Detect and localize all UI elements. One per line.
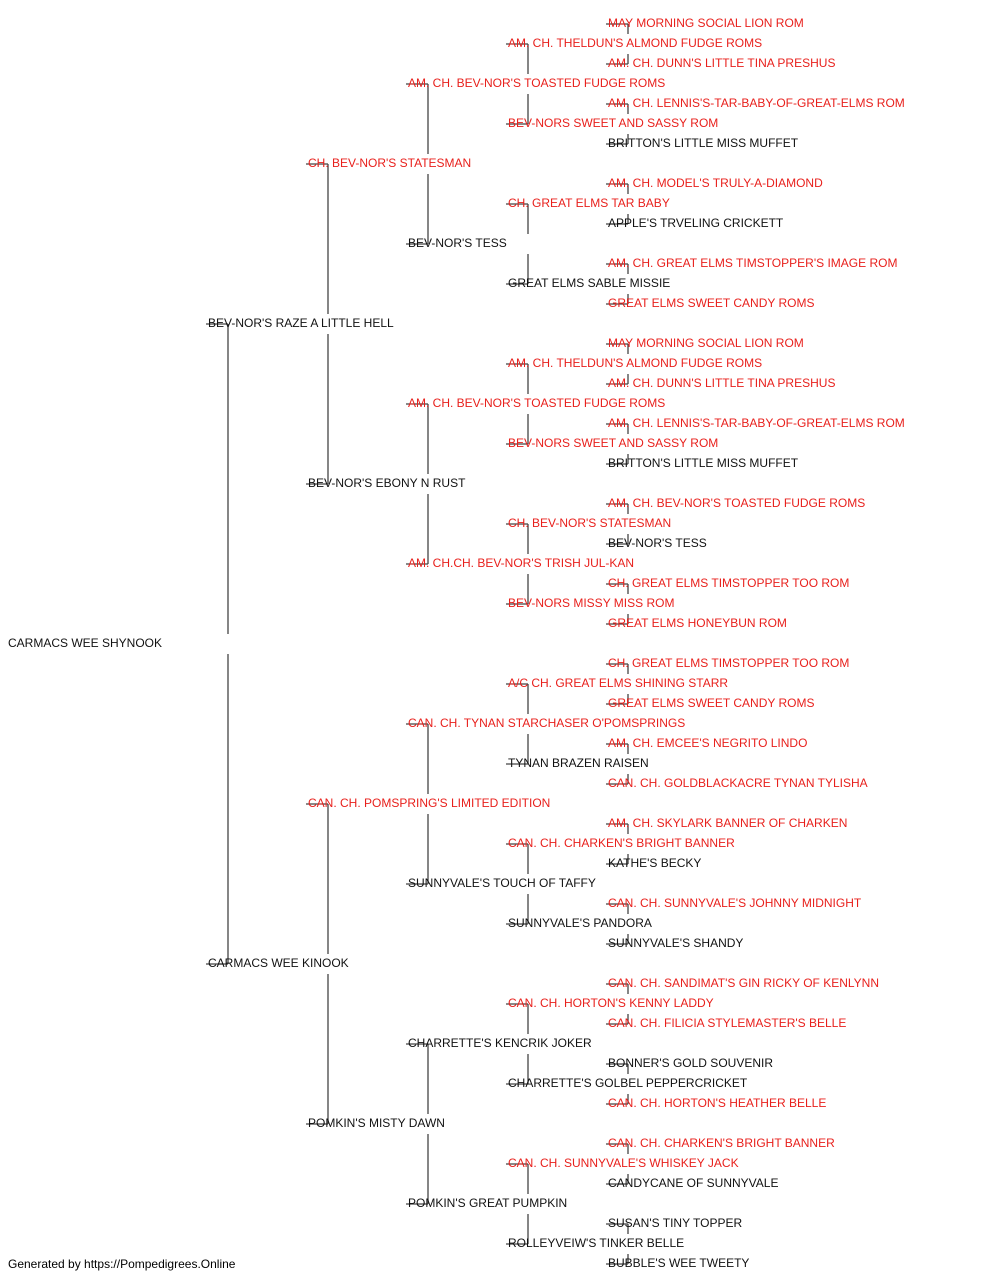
ancestor-name: TYNAN BRAZEN RAISEN (508, 756, 649, 770)
ancestor-name: CAN. CH. GOLDBLACKACRE TYNAN TYLISHA (608, 776, 868, 790)
ancestor-name: CH. BEV-NOR'S STATESMAN (308, 156, 471, 170)
ancestor-name: APPLE'S TRVELING CRICKETT (608, 216, 784, 230)
ancestor-name: AM. CH. BEV-NOR'S TOASTED FUDGE ROMS (408, 76, 665, 90)
ancestor-name: SUNNYVALE'S PANDORA (508, 916, 652, 930)
ancestor-name: ROLLEYVEIW'S TINKER BELLE (508, 1236, 684, 1250)
ancestor-name: AM. CH. DUNN'S LITTLE TINA PRESHUS (608, 56, 835, 70)
ancestor-name: SUNNYVALE'S SHANDY (608, 936, 743, 950)
ancestor-name: CH. GREAT ELMS TIMSTOPPER TOO ROM (608, 576, 849, 590)
ancestor-name: POMKIN'S GREAT PUMPKIN (408, 1196, 567, 1210)
ancestor-name: BONNER'S GOLD SOUVENIR (608, 1056, 773, 1070)
ancestor-name: AM. CH. LENNIS'S-TAR-BABY-OF-GREAT-ELMS … (608, 96, 905, 110)
ancestor-name: AM. CH. THELDUN'S ALMOND FUDGE ROMS (508, 356, 762, 370)
ancestor-name: CAN. CH. POMSPRING'S LIMITED EDITION (308, 796, 550, 810)
ancestor-name: CAN. CH. HORTON'S KENNY LADDY (508, 996, 714, 1010)
ancestor-name: AM. CH. EMCEE'S NEGRITO LINDO (608, 736, 807, 750)
subject-name: CARMACS WEE SHYNOOK (8, 636, 162, 650)
ancestor-name: KATHE'S BECKY (608, 856, 701, 870)
ancestor-name: CAN. CH. SANDIMAT'S GIN RICKY OF KENLYNN (608, 976, 879, 990)
ancestor-name: AM. CH. SKYLARK BANNER OF CHARKEN (608, 816, 847, 830)
ancestor-name: AM. CH. MODEL'S TRULY-A-DIAMOND (608, 176, 823, 190)
ancestor-name: CANDYCANE OF SUNNYVALE (608, 1176, 778, 1190)
ancestor-name: POMKIN'S MISTY DAWN (308, 1116, 445, 1130)
ancestor-name: CHARRETTE'S KENCRIK JOKER (408, 1036, 592, 1050)
ancestor-name: MAY MORNING SOCIAL LION ROM (608, 16, 804, 30)
ancestor-name: BEV-NOR'S EBONY N RUST (308, 476, 466, 490)
ancestor-name: GREAT ELMS HONEYBUN ROM (608, 616, 787, 630)
ancestor-name: CH. BEV-NOR'S STATESMAN (508, 516, 671, 530)
ancestor-name: CAN. CH. CHARKEN'S BRIGHT BANNER (608, 1136, 835, 1150)
ancestor-name: BUBBLE'S WEE TWEETY (608, 1256, 749, 1270)
ancestor-name: AM. CH. DUNN'S LITTLE TINA PRESHUS (608, 376, 835, 390)
ancestor-name: BEV-NORS SWEET AND SASSY ROM (508, 436, 718, 450)
ancestor-name: BEV-NOR'S TESS (408, 236, 507, 250)
ancestor-name: AM. CH. BEV-NOR'S TOASTED FUDGE ROMS (608, 496, 865, 510)
ancestor-name: AM. CH. THELDUN'S ALMOND FUDGE ROMS (508, 36, 762, 50)
ancestor-name: BEV-NORS MISSY MISS ROM (508, 596, 674, 610)
ancestor-name: MAY MORNING SOCIAL LION ROM (608, 336, 804, 350)
ancestor-name: AM. CH.CH. BEV-NOR'S TRISH JUL-KAN (408, 556, 634, 570)
ancestor-name: GREAT ELMS SABLE MISSIE (508, 276, 670, 290)
ancestor-name: SUNNYVALE'S TOUCH OF TAFFY (408, 876, 596, 890)
ancestor-name: CH. GREAT ELMS TAR BABY (508, 196, 670, 210)
ancestor-name: SUSAN'S TINY TOPPER (608, 1216, 742, 1230)
ancestor-name: CAN. CH. HORTON'S HEATHER BELLE (608, 1096, 826, 1110)
ancestor-name: CAN. CH. SUNNYVALE'S WHISKEY JACK (508, 1156, 739, 1170)
ancestor-name: GREAT ELMS SWEET CANDY ROMS (608, 296, 814, 310)
ancestor-name: CAN. CH. CHARKEN'S BRIGHT BANNER (508, 836, 735, 850)
ancestor-name: AM. CH. BEV-NOR'S TOASTED FUDGE ROMS (408, 396, 665, 410)
ancestor-name: GREAT ELMS SWEET CANDY ROMS (608, 696, 814, 710)
ancestor-name: AM. CH. GREAT ELMS TIMSTOPPER'S IMAGE RO… (608, 256, 897, 270)
ancestor-name: BRITTON'S LITTLE MISS MUFFET (608, 136, 799, 150)
ancestor-name: BEV-NOR'S RAZE A LITTLE HELL (208, 316, 394, 330)
ancestor-name: CAN. CH. SUNNYVALE'S JOHNNY MIDNIGHT (608, 896, 862, 910)
ancestor-name: CH. GREAT ELMS TIMSTOPPER TOO ROM (608, 656, 849, 670)
ancestor-name: CARMACS WEE KINOOK (208, 956, 349, 970)
ancestor-name: CAN. CH. TYNAN STARCHASER O'POMSPRINGS (408, 716, 685, 730)
ancestor-name: BEV-NORS SWEET AND SASSY ROM (508, 116, 718, 130)
ancestor-name: A/C CH. GREAT ELMS SHINING STARR (508, 676, 728, 690)
ancestor-name: CAN. CH. FILICIA STYLEMASTER'S BELLE (608, 1016, 846, 1030)
ancestor-name: BRITTON'S LITTLE MISS MUFFET (608, 456, 799, 470)
ancestor-name: CHARRETTE'S GOLBEL PEPPERCRICKET (508, 1076, 748, 1090)
ancestor-name: AM. CH. LENNIS'S-TAR-BABY-OF-GREAT-ELMS … (608, 416, 905, 430)
footer-credit: Generated by https://Pompedigrees.Online (8, 1257, 236, 1271)
ancestor-name: BEV-NOR'S TESS (608, 536, 707, 550)
